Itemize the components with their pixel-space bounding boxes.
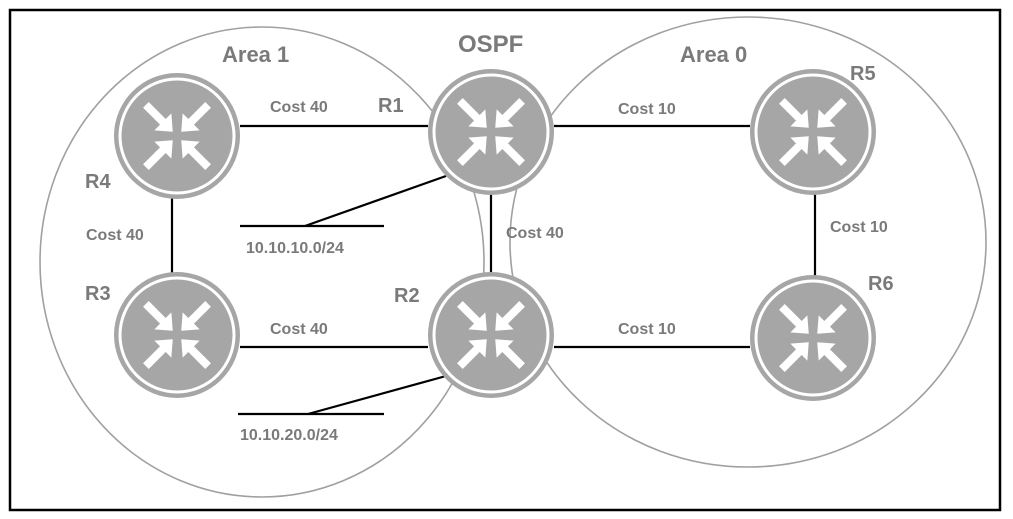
router-label-r4: R4 xyxy=(85,171,111,193)
network-label-r1: 10.10.10.0/24 xyxy=(246,240,344,257)
network-label-r2: 10.10.20.0/24 xyxy=(240,427,338,444)
cost-label-r4-r1: Cost 40 xyxy=(270,99,328,116)
network-segment-r1 xyxy=(240,174,447,228)
area-1-boundary xyxy=(39,26,485,498)
router-icon-r6 xyxy=(748,273,878,403)
cost-label-r3-r2: Cost 40 xyxy=(270,321,328,338)
cost-label-r4-r3: Cost 40 xyxy=(86,227,144,244)
cost-label-r1-r5: Cost 10 xyxy=(618,101,676,118)
area-0-boundary xyxy=(509,16,987,468)
router-label-r3: R3 xyxy=(85,283,111,305)
cost-label-r2-r6: Cost 10 xyxy=(618,321,676,338)
area-0-label: Area 0 xyxy=(680,42,747,67)
router-icon-r1 xyxy=(426,67,556,197)
network-segment-r2 xyxy=(238,374,447,416)
cost-label-r5-r6: Cost 10 xyxy=(830,219,888,236)
router-label-r5: R5 xyxy=(850,63,876,85)
router-icon-r2 xyxy=(426,270,556,400)
diagram-title: OSPF xyxy=(458,31,523,58)
router-icon-r5 xyxy=(748,67,878,197)
router-label-r2: R2 xyxy=(394,285,420,307)
router-icon-r3 xyxy=(112,270,242,400)
cost-label-r1-r2: Cost 40 xyxy=(506,225,564,242)
router-label-r1: R1 xyxy=(378,95,404,117)
router-icon-r4 xyxy=(112,71,242,201)
router-label-r6: R6 xyxy=(868,273,894,295)
area-1-label: Area 1 xyxy=(222,42,289,67)
